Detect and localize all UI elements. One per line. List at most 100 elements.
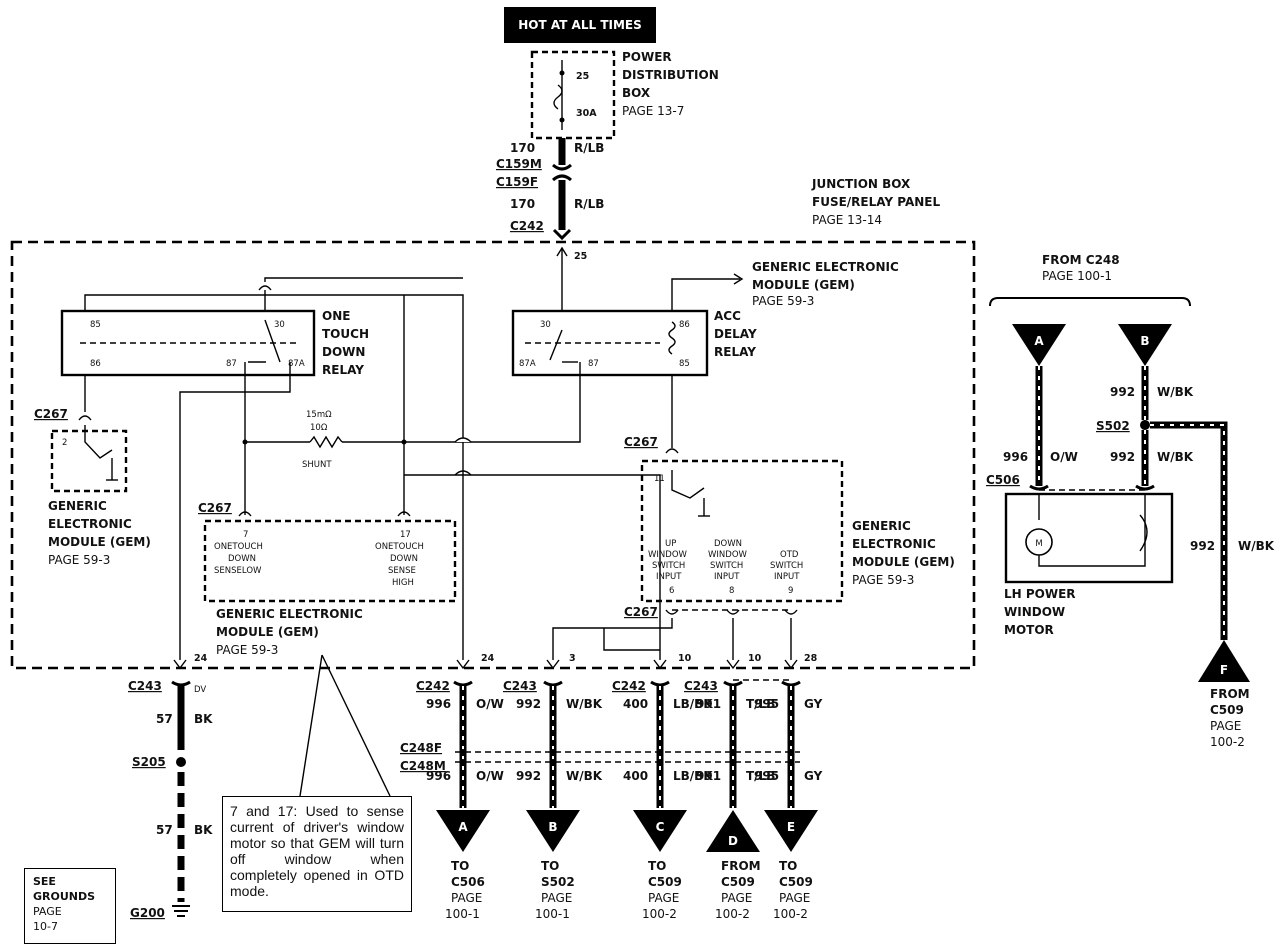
pin-24-right: 24 bbox=[481, 653, 495, 664]
wire-num: 996 bbox=[426, 697, 451, 711]
wire-992-color-c: W/BK bbox=[1238, 539, 1275, 553]
gem-left-box bbox=[50, 429, 128, 493]
connector-arrow-triangle bbox=[633, 810, 687, 852]
connector-c243-b: C243 bbox=[503, 679, 537, 693]
motor-label-2: WINDOW bbox=[1004, 605, 1065, 619]
sense-pin-7: 7 bbox=[243, 530, 248, 540]
gem-left-label-2: ELECTRONIC bbox=[48, 517, 132, 531]
from-c509-l1: FROM bbox=[1210, 687, 1250, 701]
grounds-l1: SEE bbox=[33, 875, 56, 888]
up-switch-l3: SWITCH bbox=[652, 561, 685, 571]
otd-relay-label-1: ONE bbox=[322, 309, 350, 323]
gem-right-label-2: ELECTRONIC bbox=[852, 537, 936, 551]
arrow-label-1: TO bbox=[541, 859, 559, 873]
otd-relay-label-3: DOWN bbox=[322, 345, 365, 359]
otd-switch-l2: SWITCH bbox=[770, 561, 803, 571]
junction-page: PAGE 13-14 bbox=[812, 213, 882, 227]
connector-arrow-triangle bbox=[526, 810, 580, 852]
wire-170-color: R/LB bbox=[574, 141, 604, 155]
acc-pin-87a: 87A bbox=[519, 359, 536, 369]
connector-arrow-triangle bbox=[706, 810, 760, 852]
connector-a-letter: A bbox=[1034, 334, 1044, 348]
arrow-label-4: 100-2 bbox=[773, 907, 808, 921]
fuse-amperage: 30A bbox=[576, 108, 597, 119]
wire-170-num-2: 170 bbox=[510, 197, 535, 211]
connector-c243-c: C243 bbox=[684, 679, 718, 693]
sense-pin-7-l3: SENSELOW bbox=[214, 566, 262, 576]
wire-color: W/BK bbox=[566, 697, 603, 711]
arrow-label-4: 100-1 bbox=[445, 907, 480, 921]
wire-992-color-b: W/BK bbox=[1157, 450, 1194, 464]
arrow-label-3: PAGE bbox=[541, 891, 572, 905]
gem-sense-box bbox=[203, 519, 457, 603]
wire-992-num-b: 992 bbox=[1110, 450, 1135, 464]
fuse-number: 25 bbox=[576, 71, 589, 82]
acc-pin-86: 86 bbox=[679, 320, 690, 330]
ground-dv: DV bbox=[194, 685, 206, 695]
grounds-l4: 10-7 bbox=[33, 920, 58, 933]
pdb-page: PAGE 13-7 bbox=[622, 104, 684, 118]
shunt-resistor bbox=[309, 435, 343, 449]
arrow-label-1: TO bbox=[451, 859, 469, 873]
wire-992-num-a: 992 bbox=[1110, 385, 1135, 399]
sense-pin-17-l2: DOWN bbox=[390, 554, 418, 564]
wire-num: 995 bbox=[754, 769, 779, 783]
gem-right-connector-bot: C267 bbox=[624, 605, 658, 619]
ground-wire-num: 57 bbox=[156, 712, 173, 726]
connector-letter: A bbox=[458, 820, 468, 834]
arrow-label-1: TO bbox=[779, 859, 797, 873]
acc-relay-label-1: ACC bbox=[714, 309, 741, 323]
motor-label-1: LH POWER bbox=[1004, 587, 1076, 601]
shunt-value-1: 15mΩ bbox=[306, 410, 332, 420]
wire-color: LB/BK bbox=[673, 697, 713, 711]
down-switch-l4: INPUT bbox=[714, 572, 740, 582]
ground-wire-color-2: BK bbox=[194, 823, 213, 837]
connector-b-letter: B bbox=[1140, 334, 1149, 348]
sense-pin-17-l1: ONETOUCH bbox=[375, 542, 424, 552]
wire-color: T/LB bbox=[746, 697, 775, 711]
connector-c242-b: C242 bbox=[612, 679, 646, 693]
gem-left-connector: C267 bbox=[34, 407, 68, 421]
wire-num: 991 bbox=[696, 769, 721, 783]
splice-s205: S205 bbox=[132, 755, 166, 769]
wire-color: O/W bbox=[476, 769, 504, 783]
down-switch-pin: 8 bbox=[729, 586, 734, 596]
up-switch-pin: 6 bbox=[669, 586, 674, 596]
junction-label-2: FUSE/RELAY PANEL bbox=[812, 195, 940, 209]
otd-pin-86: 86 bbox=[90, 359, 101, 369]
acc-pin-30: 30 bbox=[540, 320, 551, 330]
wire-color: T/LB bbox=[746, 769, 775, 783]
connector-c248m: C248M bbox=[400, 759, 446, 773]
wire-996-num-right: 996 bbox=[1003, 450, 1028, 464]
gem-top-page: PAGE 59-3 bbox=[752, 294, 814, 308]
wire-num: 995 bbox=[754, 697, 779, 711]
wire-num: 992 bbox=[516, 769, 541, 783]
pin-28: 28 bbox=[804, 653, 818, 664]
wire-color: O/W bbox=[476, 697, 504, 711]
pin-25: 25 bbox=[574, 251, 587, 262]
pin-3: 3 bbox=[569, 653, 576, 664]
gem-right-pin-11: 11 bbox=[654, 474, 665, 484]
connector-c506: C506 bbox=[986, 473, 1020, 487]
connector-letter: B bbox=[548, 820, 557, 834]
arrow-label-1: TO bbox=[648, 859, 666, 873]
acc-relay-label-2: DELAY bbox=[714, 327, 757, 341]
connector-c248f: C248F bbox=[400, 741, 442, 755]
arrow-label-2: C509 bbox=[779, 875, 813, 889]
otd-switch-l3: INPUT bbox=[774, 572, 800, 582]
acc-relay-label-3: RELAY bbox=[714, 345, 756, 359]
connector-c242-a: C242 bbox=[416, 679, 450, 693]
grounds-l3: PAGE bbox=[33, 905, 62, 918]
splice-s502: S502 bbox=[1096, 419, 1130, 433]
gem-top-label-2: MODULE (GEM) bbox=[752, 278, 855, 292]
sense-pin-7-l1: ONETOUCH bbox=[214, 542, 263, 552]
gem-right-box bbox=[640, 459, 844, 603]
wire-170-color-2: R/LB bbox=[574, 197, 604, 211]
lh-power-window-motor bbox=[1004, 492, 1174, 584]
connector-letter: E bbox=[787, 820, 795, 834]
acc-relay-coil bbox=[668, 321, 676, 355]
arrow-label-2: C509 bbox=[721, 875, 755, 889]
pin-24-left: 24 bbox=[194, 653, 208, 664]
pin-10-a: 10 bbox=[678, 653, 692, 664]
sense-gem-page: PAGE 59-3 bbox=[216, 643, 278, 657]
